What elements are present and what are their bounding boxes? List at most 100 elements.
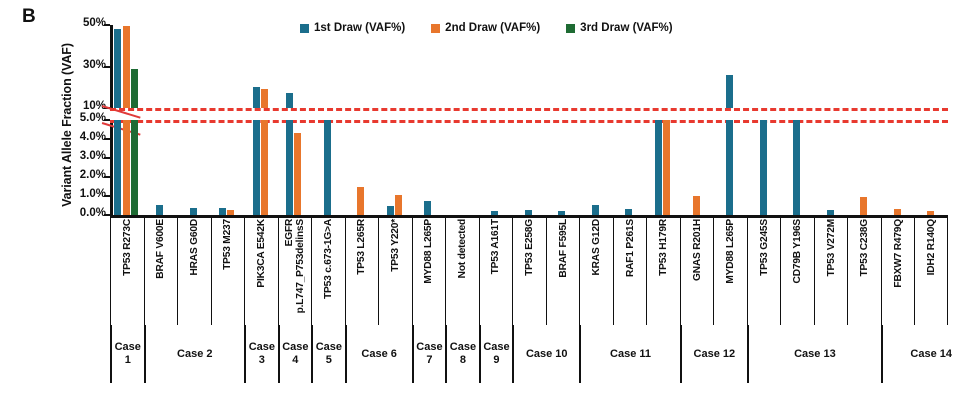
legend-item-3: 3rd Draw (VAF%) [566,22,673,34]
y-tick-lower [104,138,110,140]
gene-label-text: TP53 A161T [490,219,502,275]
legend-swatch-icon [431,23,441,33]
legend-swatch-icon [566,23,576,33]
bar-lower [357,186,365,215]
gene-label-text: FBXW7 R479Q [892,219,904,288]
gene-label-text: RAF1 P261S [624,219,636,278]
gene-label-cell: TP53 H179R [646,217,680,325]
lower-panel [101,119,948,218]
gene-label-cell: HRAS G60D [177,217,211,325]
bar-upper [114,29,122,108]
upper-panel [101,24,948,120]
y-tick-lower [104,214,110,216]
y-tick-lower [104,195,110,197]
bar-lower [252,120,260,215]
case-label-text: Case 12 [693,347,736,360]
y-tick-label-upper-2: 30% [82,58,106,71]
legend-label: 1st Draw (VAF%) [314,22,406,34]
bar-lower [591,204,599,215]
gene-label-cell: GNAS R201H [679,217,714,325]
gene-label-cell: TP53 G245S [746,217,781,325]
y-tick-upper [104,65,110,68]
bar-lower [692,196,700,215]
gene-label-text: MYD88 L265P [725,219,737,284]
y-tick-lower [104,157,110,159]
bar-lower [927,211,935,215]
y-tick-lower [104,176,110,178]
gene-label-cell: TP53 Y220* [378,217,412,325]
case-label-cell: Case 13 [746,325,881,383]
bar-lower [793,120,801,215]
gene-label-text: TP53 G245S [758,219,770,276]
gene-label-text: BRAF F595L [557,219,569,278]
gene-label-text: HRAS G60D [188,219,200,276]
case-label-cell: Case 11 [579,325,680,383]
bar-lower [524,210,532,215]
gene-label-cell: RAF1 P261S [612,217,647,325]
y-tick-label-lower-2: 4.0% [79,131,106,143]
y-tick-label-lower-6: 0.0% [79,207,106,219]
gene-label-cell: MYD88 L265P [411,217,446,325]
bar-lower [323,120,331,215]
bar-lower [130,120,138,215]
gene-label-cell: BRAF F595L [545,217,580,325]
bar-lower [491,211,499,215]
y-axis-labels: 50%30%10%5.0%4.0%3.0%2.0%1.0%0.0% [46,17,106,219]
bar-lower [227,210,235,215]
bar-lower [114,120,122,215]
case-label-cell: Case 12 [679,325,747,383]
gene-label-text: KRAS G12D [591,219,603,276]
case-label-text: Case 6 [361,347,397,360]
case-label-cell: Case 2 [143,325,245,383]
chart-legend: 1st Draw (VAF%) 2nd Draw (VAF%) 3rd Draw (… [300,22,673,34]
case-label-cell: Case 14 [880,325,976,383]
gene-label-cell: Not detected [445,217,479,325]
case-label-text: Case 13 [794,347,836,360]
bar-lower [860,196,868,215]
bar-lower [156,204,164,215]
y-tick-label-upper-1: 50% [82,17,106,29]
gene-label-text: TP53 H179R [658,219,670,276]
case-label-text: Case 11 [610,347,652,360]
gene-label-cell: TP53 c.673-1G>A [311,217,345,325]
bar-lower [654,120,662,215]
case-label-text: Case 10 [525,347,568,360]
gene-label-text: TP53 c.673-1G>A [322,219,334,299]
gene-label-text: MYD88 L265P [423,219,435,284]
threshold-line-10pct [110,108,948,111]
bar-lower [826,210,834,215]
bar-lower [219,208,227,215]
bar-lower [625,209,633,215]
bar-lower [759,120,767,215]
upper-y-axis-spine [110,25,113,108]
legend-label: 2nd Draw (VAF%) [445,22,541,34]
threshold-line-5pct [110,120,948,123]
lower-y-axis-spine [110,120,113,215]
legend-item-2: 2nd Draw (VAF%) [431,22,540,34]
y-tick-label-lower-3: 3.0% [79,150,106,162]
bar-lower [424,200,432,215]
gene-label-cell: TP53 L265R [344,217,379,325]
gene-label-text: TP53 C238G [859,219,871,277]
gene-label-text: TP53 Y220* [389,219,401,272]
y-tick-label-lower-4: 2.0% [79,169,106,181]
bar-upper [286,93,294,108]
gene-label-text: TP53 E258G [523,219,535,276]
gene-label-cell: BRAF V600E [143,217,178,325]
gene-label-cell: TP53 V272M [813,217,848,325]
gene-label-cell: TP53 C238G [847,217,881,325]
case-label-cell: Case 10 [512,325,579,383]
gene-label-text: Not detected [456,219,468,279]
bar-lower [394,195,402,215]
bar-upper [130,68,138,108]
bar-lower [294,133,302,215]
